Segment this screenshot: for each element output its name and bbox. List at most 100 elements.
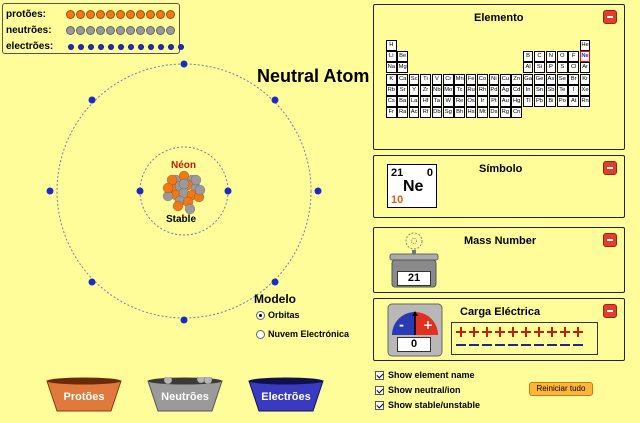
element-cell-au[interactable]: Au	[500, 96, 511, 107]
nucleus-proton[interactable]	[172, 200, 184, 212]
element-cell-rn[interactable]: Rn	[579, 96, 591, 107]
show-neutral-ion-checkbox[interactable]	[375, 385, 384, 395]
element-cell-pt[interactable]: Pt	[488, 96, 500, 107]
element-cell-ni[interactable]: Ni	[488, 73, 500, 85]
element-cell-ti[interactable]: Ti	[420, 73, 431, 85]
nucleus[interactable]	[162, 170, 206, 215]
element-cell-ta[interactable]: Ta	[431, 96, 443, 107]
symbol-panel-collapse-button[interactable]	[603, 161, 617, 175]
orbits-radio[interactable]	[256, 310, 265, 320]
element-cell-pd[interactable]: Pd	[488, 84, 500, 96]
element-cell-si[interactable]: Si	[534, 62, 545, 74]
element-cell-se[interactable]: Se	[557, 73, 568, 85]
element-cell-sr[interactable]: Sr	[397, 84, 408, 96]
electrons[interactable]	[46, 60, 322, 324]
element-cell-os[interactable]: Os	[465, 96, 477, 107]
element-cell-mn[interactable]: Mn	[454, 73, 465, 85]
element-cell-ne[interactable]: Ne	[579, 51, 591, 63]
element-cell-sb[interactable]: Sb	[545, 84, 557, 96]
element-cell-li[interactable]: Li	[386, 51, 397, 63]
element-cell-cl[interactable]: Cl	[568, 62, 579, 74]
element-cell-ds[interactable]: Ds	[488, 107, 500, 119]
element-cell-n[interactable]: N	[545, 51, 557, 63]
element-cell-ba[interactable]: Ba	[397, 96, 408, 107]
element-cell-re[interactable]: Re	[454, 96, 465, 107]
orbit-electron[interactable]	[136, 187, 144, 195]
element-cell-tl[interactable]: Tl	[522, 96, 534, 107]
element-cell-v[interactable]: V	[431, 73, 443, 85]
element-cell-co[interactable]: Co	[477, 73, 488, 85]
option-show-neutral-ion[interactable]: Show neutral/ion	[375, 385, 461, 395]
element-cell-i[interactable]: I	[568, 84, 579, 96]
model-option-orbits[interactable]: Orbitas	[256, 310, 349, 320]
element-cell-s[interactable]: S	[557, 62, 568, 74]
element-cell-mg[interactable]: Mg	[397, 62, 408, 74]
element-cell-kr[interactable]: Kr	[579, 73, 591, 85]
model-option-cloud[interactable]: Nuvem Electrónica	[256, 329, 349, 339]
element-cell-mt[interactable]: Mt	[477, 107, 488, 119]
element-cell-h[interactable]: H	[386, 40, 397, 51]
element-cell-cr[interactable]: Cr	[443, 73, 454, 85]
element-cell-zn[interactable]: Zn	[511, 73, 522, 85]
element-cell-ac[interactable]: Ac	[408, 107, 420, 119]
element-cell-tc[interactable]: Tc	[454, 84, 465, 96]
nucleus-neutron[interactable]	[194, 184, 206, 196]
element-cell-po[interactable]: Po	[557, 96, 568, 107]
element-cell-cs[interactable]: Cs	[386, 96, 397, 107]
element-cell-te[interactable]: Te	[557, 84, 568, 96]
element-cell-ca[interactable]: Ca	[397, 73, 408, 85]
element-cell-br[interactable]: Br	[568, 73, 579, 85]
orbit-electron[interactable]	[271, 278, 279, 286]
element-cell-rg[interactable]: Rg	[500, 107, 511, 119]
neutrons-bucket[interactable]: Neutrões	[146, 374, 224, 413]
orbit-electron[interactable]	[88, 96, 96, 104]
option-show-element-name[interactable]: Show element name	[375, 370, 475, 380]
element-cell-hg[interactable]: Hg	[511, 96, 522, 107]
element-cell-ga[interactable]: Ga	[522, 73, 534, 85]
element-cell-hs[interactable]: Hs	[465, 107, 477, 119]
element-cell-na[interactable]: Na	[386, 62, 397, 74]
element-cell-bi[interactable]: Bi	[545, 96, 557, 107]
element-cell-b[interactable]: B	[522, 51, 534, 63]
element-cell-y[interactable]: Y	[408, 84, 420, 96]
element-panel-collapse-button[interactable]	[603, 10, 617, 24]
element-cell-xe[interactable]: Xe	[579, 84, 591, 96]
element-cell-c[interactable]: C	[534, 51, 545, 63]
nucleus-neutron[interactable]	[184, 203, 196, 215]
element-cell-fe[interactable]: Fe	[465, 73, 477, 85]
element-cell-as[interactable]: As	[545, 73, 557, 85]
element-cell-pb[interactable]: Pb	[534, 96, 545, 107]
element-cell-db[interactable]: Db	[431, 107, 443, 119]
option-show-stable-unstable[interactable]: Show stable/unstable	[375, 400, 480, 410]
element-cell-sc[interactable]: Sc	[408, 73, 420, 85]
element-cell-ru[interactable]: Ru	[465, 84, 477, 96]
element-cell-cu[interactable]: Cu	[500, 73, 511, 85]
element-cell-mo[interactable]: Mo	[443, 84, 454, 96]
cloud-radio[interactable]	[256, 329, 265, 339]
element-cell-w[interactable]: W	[443, 96, 454, 107]
element-cell-cn[interactable]: Cn	[511, 107, 522, 119]
nucleus-proton[interactable]	[162, 182, 174, 194]
element-cell-p[interactable]: P	[545, 62, 557, 74]
element-cell-f[interactable]: F	[568, 51, 579, 63]
reset-all-button[interactable]: Reiniciar tudo	[529, 382, 593, 396]
element-cell-la[interactable]: La	[408, 96, 420, 107]
element-cell-at[interactable]: At	[568, 96, 579, 107]
orbit-electron[interactable]	[88, 278, 96, 286]
nucleus-neutron[interactable]	[190, 174, 202, 186]
element-cell-cd[interactable]: Cd	[511, 84, 522, 96]
element-cell-rh[interactable]: Rh	[477, 84, 488, 96]
element-cell-rb[interactable]: Rb	[386, 84, 397, 96]
element-cell-ar[interactable]: Ar	[579, 62, 591, 74]
element-cell-rf[interactable]: Rf	[420, 107, 431, 119]
element-cell-ge[interactable]: Ge	[534, 73, 545, 85]
element-cell-al[interactable]: Al	[522, 62, 534, 74]
protons-bucket[interactable]: Protões	[45, 377, 123, 413]
element-cell-o[interactable]: O	[557, 51, 568, 63]
electrons-bucket[interactable]: Electrões	[247, 377, 325, 413]
element-cell-he[interactable]: He	[579, 40, 591, 51]
element-cell-zr[interactable]: Zr	[420, 84, 431, 96]
orbit-electron[interactable]	[314, 187, 322, 195]
element-cell-ag[interactable]: Ag	[500, 84, 511, 96]
element-cell-sg[interactable]: Sg	[443, 107, 454, 119]
